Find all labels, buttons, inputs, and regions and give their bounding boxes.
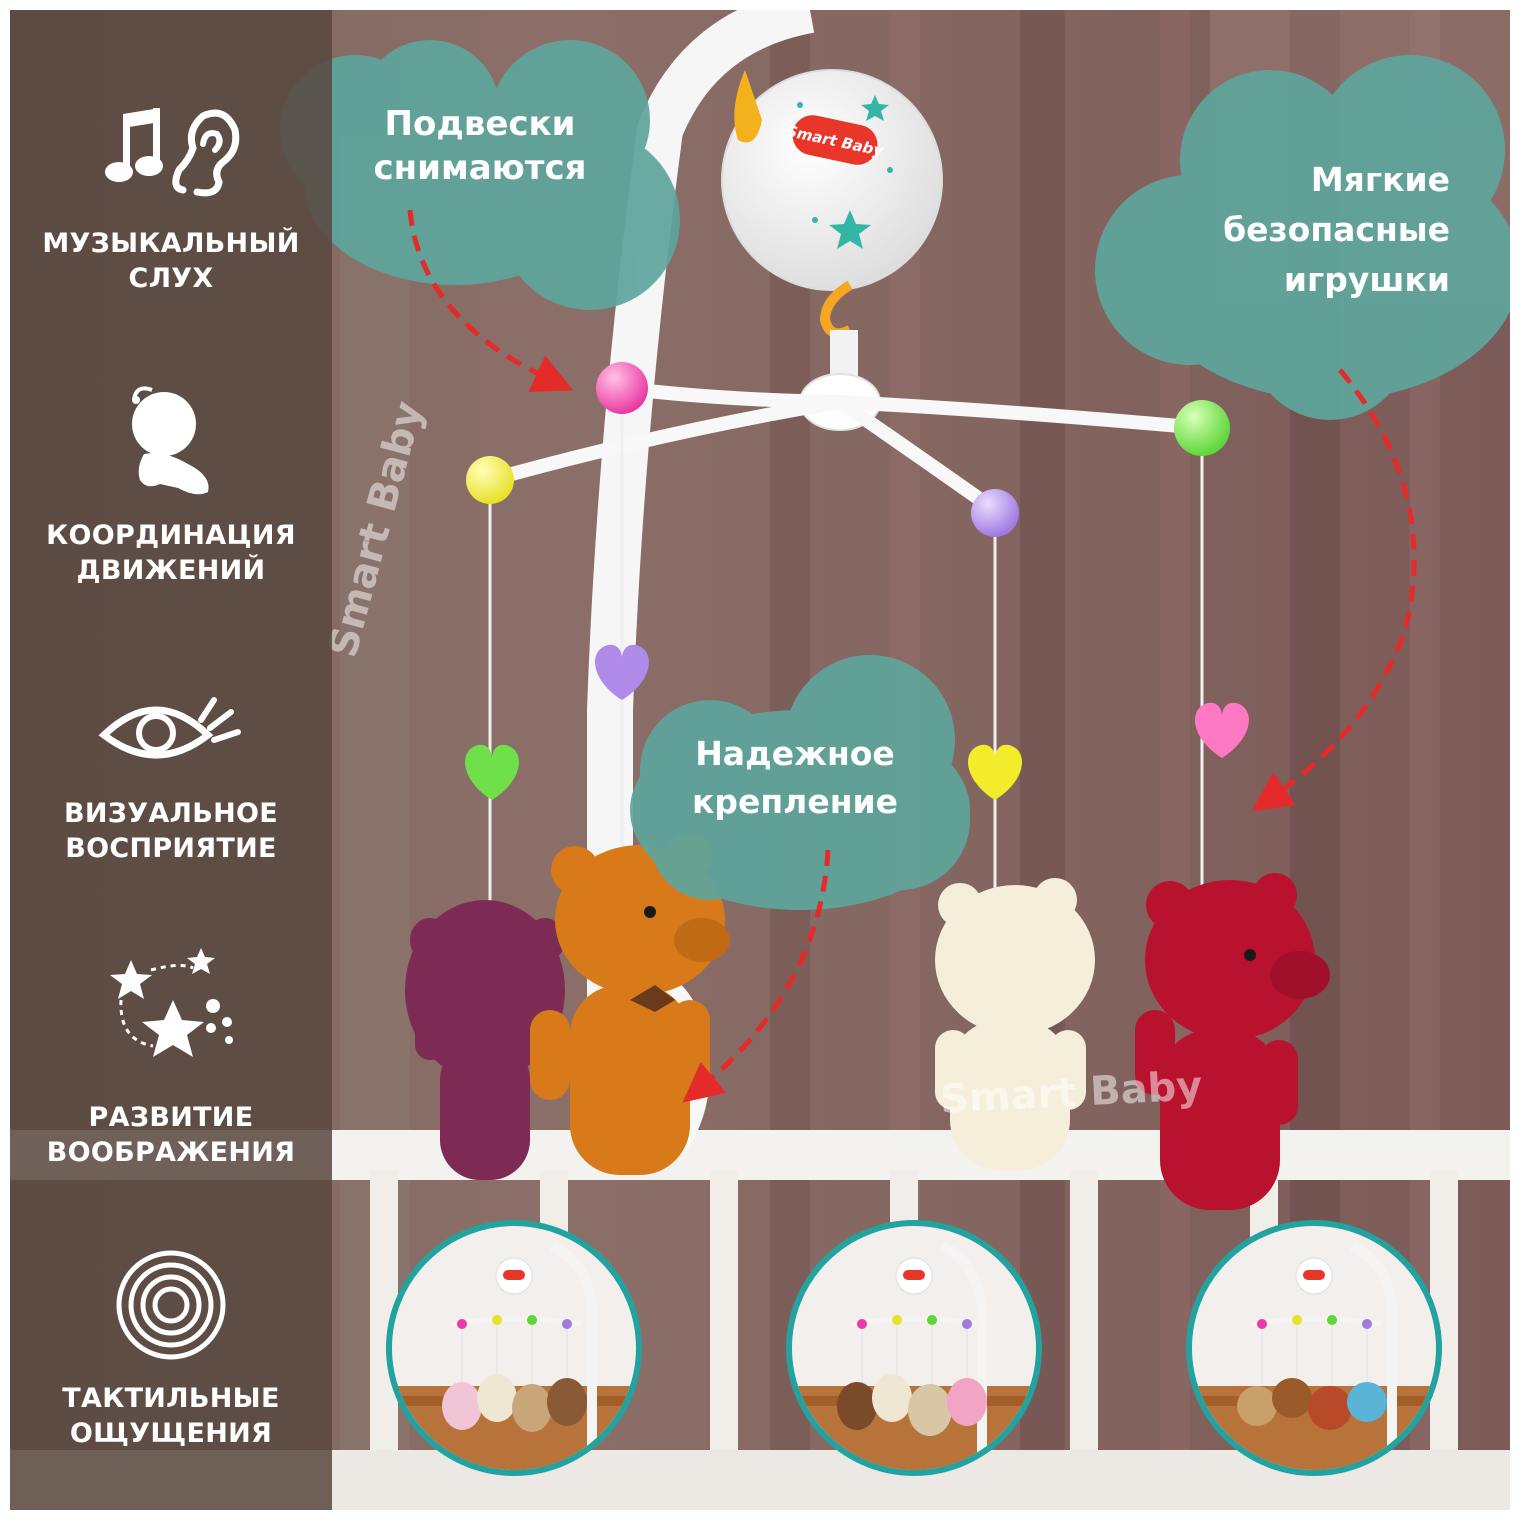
cloud-mount — [630, 655, 970, 910]
variant-thumbnail-puppies — [1186, 1220, 1442, 1476]
callout-mount: Надежное крепление — [691, 734, 899, 821]
feature-visual-label: ВИЗУАЛЬНОЕ ВОСПРИЯТИЕ — [63, 798, 279, 864]
cloud-soft — [1095, 55, 1510, 420]
stars-imagination-icon — [110, 948, 233, 1057]
feature-coordination: КООРДИНАЦИЯ ДВИЖЕНИЙ — [10, 380, 332, 588]
baby-crawl-icon — [132, 386, 209, 495]
feature-music: МУЗЫКАЛЬНЫЙ СЛУХ — [10, 100, 332, 296]
feature-coordination-label: КООРДИНАЦИЯ ДВИЖЕНИЙ — [46, 520, 296, 586]
callout-soft-toys: Мягкие безопасные игрушки — [1223, 160, 1450, 299]
feature-imagination-label: РАЗВИТИЕ ВООБРАЖЕНИЯ — [46, 1102, 296, 1168]
feature-tactile: ТАКТИЛЬНЫЕ ОЩУЩЕНИЯ — [10, 1245, 332, 1451]
callout-removable: Подвески снимаются — [373, 104, 587, 188]
variant-thumbnail-teddy-bears — [386, 1220, 642, 1476]
feature-imagination: РАЗВИТИЕ ВООБРАЖЕНИЯ — [10, 940, 332, 1170]
features-sidebar — [10, 10, 332, 1510]
variant-thumbnail-heart-bears — [786, 1220, 1042, 1476]
mobile-photo: Smart Baby — [10, 10, 1510, 1510]
feature-tactile-label: ТАКТИЛЬНЫЕ ОЩУЩЕНИЯ — [62, 1383, 280, 1449]
eye-icon — [98, 697, 241, 759]
music-ear-icon — [105, 108, 240, 197]
feature-visual: ВИЗУАЛЬНОЕ ВОСПРИЯТИЕ — [10, 690, 332, 866]
product-image: Smart Baby — [10, 10, 1510, 1510]
feature-music-label: МУЗЫКАЛЬНЫЙ СЛУХ — [42, 228, 300, 294]
tactile-rings-icon — [116, 1250, 226, 1360]
